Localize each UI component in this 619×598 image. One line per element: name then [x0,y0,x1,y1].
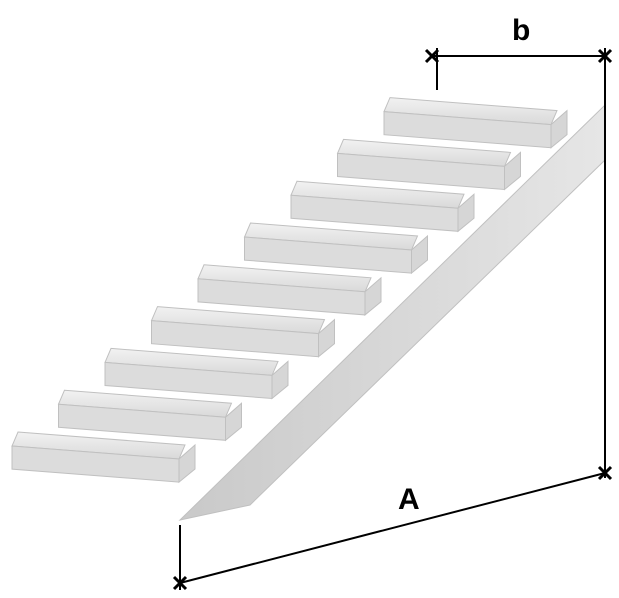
stair-notch-9 [550,109,568,149]
stair-notch-1 [178,443,196,484]
stair-notch-8 [504,151,521,191]
dim-line-a [179,472,606,584]
width-label-b: b [512,14,530,47]
tick-b-left-b [424,48,440,64]
tick-a-right-b [597,465,613,481]
staircase [11,97,606,521]
stair-notch-2 [225,402,242,442]
stair-notch-7 [457,193,475,233]
dimension-lines [172,48,613,591]
tick-b-right-b [597,48,613,64]
stair-notch-6 [411,234,428,275]
tick-a-left-b [172,575,188,591]
length-label-a: A [398,483,420,516]
stair-notch-4 [318,318,335,358]
stair-notch-5 [364,276,382,316]
stair-notch-3 [271,360,289,400]
